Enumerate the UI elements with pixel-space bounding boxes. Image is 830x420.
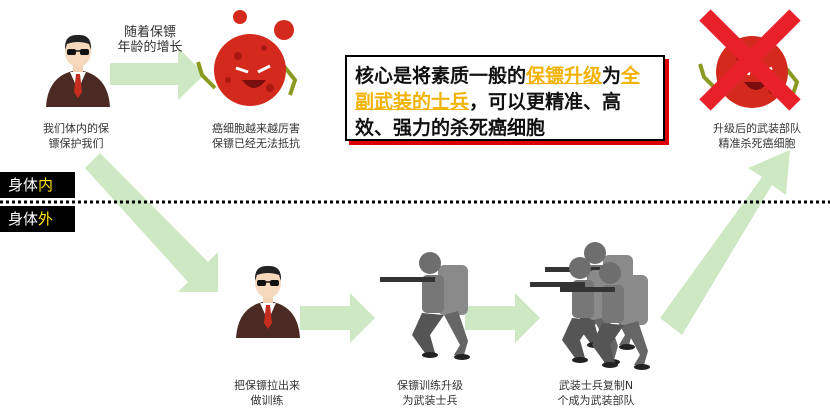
arrow-replicate <box>465 293 540 343</box>
zone-text: 身体 <box>8 176 39 194</box>
cancer-caption: 癌细胞越来越厉害 保镖已经无法抵抗 <box>212 121 300 151</box>
core-highlight: 保镖升级 <box>526 65 603 87</box>
core-highlight: 全副武装的士兵 <box>355 65 641 113</box>
arrow-down <box>85 153 218 292</box>
caption-line: 随着保镖 <box>123 25 177 40</box>
zone-text: 身体 <box>8 210 39 228</box>
caption-line: 保镖训练升级 <box>397 379 463 392</box>
core-text: 为 <box>602 65 622 87</box>
red-cross-icon <box>699 9 801 111</box>
caption-line: 升级后的武装部队 <box>713 122 801 135</box>
train-caption: 把保镖拉出来 做训练 <box>234 378 300 408</box>
cancer-cell-icon <box>196 32 297 108</box>
core-text: 核心是将素质一般的 <box>355 65 527 87</box>
zone-highlight: 内 <box>38 176 54 194</box>
upgrade-caption: 保镖训练升级 为武装士兵 <box>397 378 463 408</box>
arrow-caption: 随着保镖 年龄的增长 <box>117 25 182 55</box>
guard-caption: 我们体内的保 镖保护我们 <box>43 121 109 151</box>
arrow-train <box>300 293 375 343</box>
defeated-caption: 升级后的武装部队 精准杀死癌细胞 <box>713 121 801 151</box>
caption-line: 做训练 <box>250 394 284 407</box>
zone-inside-label: 身体内 <box>0 172 75 198</box>
bodyguard-icon <box>45 34 111 108</box>
caption-line: 武装士兵复制N <box>558 379 634 392</box>
caption-line: 保镖已经无法抵抗 <box>212 137 300 150</box>
soldier-icon <box>380 252 470 360</box>
bodyguard-icon <box>235 265 301 339</box>
caption-line: 为武装士兵 <box>402 394 458 407</box>
core-text: ，可以更精准、高效、强力的杀死癌细胞 <box>355 91 622 139</box>
soldier-squad-icon <box>530 242 650 370</box>
caption-line: 镖保护我们 <box>48 137 104 150</box>
caption-line: 把保镖拉出来 <box>234 379 300 392</box>
caption-line: 我们体内的保 <box>43 122 109 135</box>
zone-highlight: 外 <box>38 210 54 228</box>
replicate-caption: 武装士兵复制N 个成为武装部队 <box>558 378 635 408</box>
caption-line: 精准杀死癌细胞 <box>718 137 796 150</box>
arrow-up <box>660 150 790 335</box>
caption-line: 个成为武装部队 <box>557 394 635 407</box>
zone-outside-label: 身体外 <box>0 206 75 232</box>
arrow-age <box>110 48 205 100</box>
small-cancer-cell-icon <box>233 10 294 40</box>
caption-line: 年龄的增长 <box>117 40 183 55</box>
core-message-box: 核心是将素质一般的保镖升级为全副武装的士兵，可以更精准、高效、强力的杀死癌细胞 <box>345 55 665 141</box>
caption-line: 癌细胞越来越厉害 <box>212 122 300 135</box>
